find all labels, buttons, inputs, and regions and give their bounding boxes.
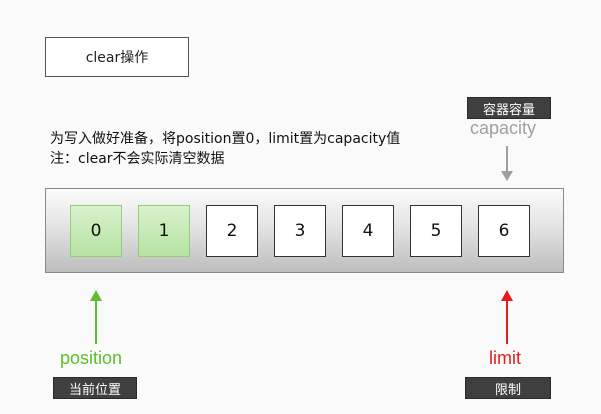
capacity-label: capacity — [470, 118, 537, 138]
buffer-cell: 2 — [206, 205, 258, 257]
buffer-cell-label: 3 — [294, 221, 306, 241]
limit-tag-text: 限制 — [494, 382, 521, 398]
description-line-2: 注：clear不会实际清空数据 — [50, 151, 225, 167]
buffer-cell: 1 — [138, 205, 190, 257]
position-tag-text: 当前位置 — [68, 382, 121, 398]
buffer-cell-label: 0 — [90, 221, 102, 241]
buffer-cell-label: 4 — [362, 221, 374, 241]
buffer-cell-label: 2 — [226, 221, 238, 241]
buffer-cell: 5 — [410, 205, 462, 257]
position-arrow — [90, 290, 102, 344]
operation-title-box: clear操作 — [45, 37, 189, 77]
limit-arrow — [501, 290, 513, 344]
buffer-cell: 0 — [70, 205, 122, 257]
capacity-tag: 容器容量 — [467, 97, 551, 119]
operation-title: clear操作 — [85, 50, 149, 66]
buffer-cell: 3 — [274, 205, 326, 257]
buffer-cell: 6 — [478, 205, 530, 257]
position-tag: 当前位置 — [53, 377, 137, 399]
limit-tag: 限制 — [465, 377, 551, 399]
limit-label: limit — [489, 348, 521, 368]
buffer-cell-label: 6 — [498, 221, 510, 241]
buffer-cell-label: 5 — [430, 221, 442, 241]
description-line-1: 为写入做好准备，将position置0，limit置为capacity值 — [50, 131, 401, 147]
buffer-cell: 4 — [342, 205, 394, 257]
capacity-arrow — [501, 146, 513, 181]
position-label: position — [60, 348, 123, 368]
buffer-cell-label: 1 — [158, 221, 170, 241]
capacity-tag-text: 容器容量 — [482, 102, 535, 118]
